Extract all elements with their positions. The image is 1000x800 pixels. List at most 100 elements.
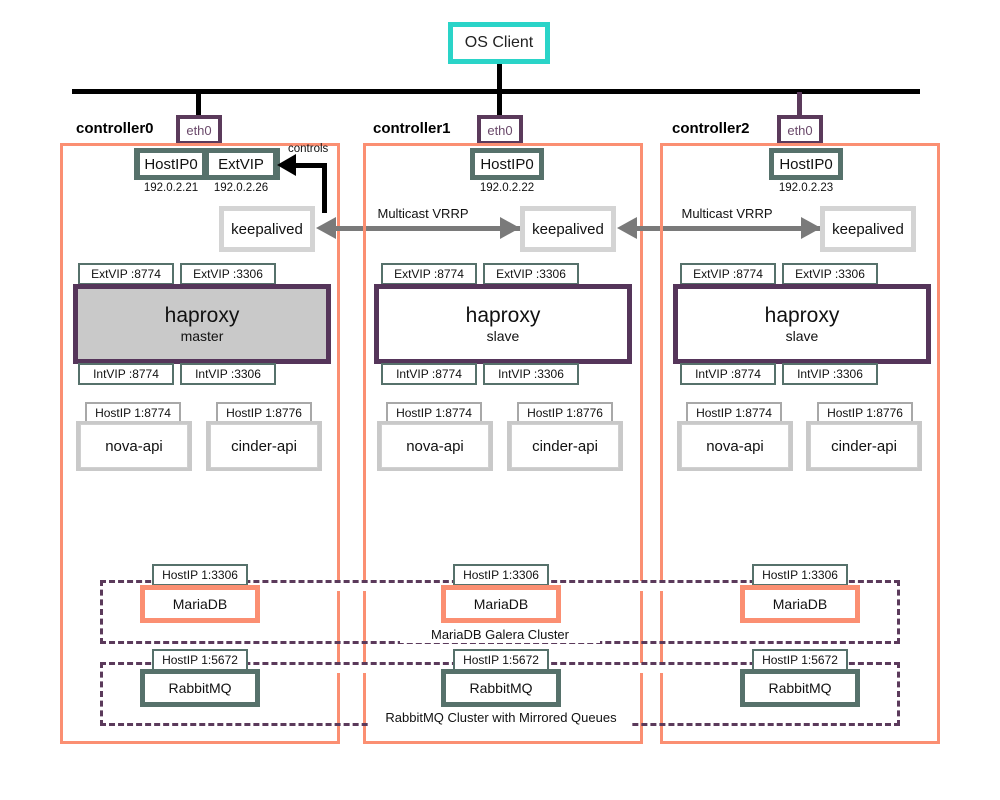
controller2-hostip0-addr: 192.0.2.23 (778, 182, 834, 194)
controller1-nic-link (497, 92, 502, 117)
controller2-intvip-chip-1: IntVIP :3306 (782, 363, 878, 385)
controller0-nova-api-chip: HostIP 1:8774 (85, 402, 181, 424)
controller1-intvip-chip-0: IntVIP :8774 (381, 363, 477, 385)
controller1-cinder-api-box: cinder-api (507, 421, 623, 471)
os-client-drop-line (497, 64, 502, 91)
controller1-panel-bottom (363, 741, 643, 744)
haproxy-role: master (180, 328, 224, 344)
controller2-mariadb-box: MariaDB (740, 585, 860, 623)
controller1-rabbitmq-box: RabbitMQ (441, 669, 561, 707)
controller2-rabbitmq-chip: HostIP 1:5672 (752, 649, 848, 671)
cinder-api-inner: cinder-api (810, 424, 918, 468)
controller0-rabbitmq-box: RabbitMQ (140, 669, 260, 707)
network-bus-line (72, 89, 920, 94)
controls-arrow-horizontal (296, 163, 327, 168)
vrrp-arrowhead-left-0-1-icon (316, 217, 336, 239)
nova-api-inner: nova-api (80, 424, 188, 468)
keepalived-label: keepalived (832, 220, 904, 238)
rabbitmq-label: RabbitMQ (768, 680, 832, 696)
controller0-hostip0-box: HostIP0 (139, 152, 203, 176)
controller0-intvip-chip-1: IntVIP :3306 (180, 363, 276, 385)
mariadb-label: MariaDB (172, 596, 228, 612)
mariadb-galera-cluster-label: MariaDB Galera Cluster (400, 625, 600, 643)
controller1-rabbitmq-chip: HostIP 1:5672 (453, 649, 549, 671)
controller1-mariadb-chip: HostIP 1:3306 (453, 564, 549, 586)
controller1-extvip-chip-1: ExtVIP :3306 (483, 263, 579, 285)
os-client-box: OS Client (448, 22, 550, 64)
rabbitmq-cluster-label: RabbitMQ Cluster with Mirrored Queues (370, 708, 632, 726)
controller1-hostip0-box: HostIP0 (474, 152, 540, 176)
controller1-extvip-chip-0: ExtVIP :8774 (381, 263, 477, 285)
mariadb-label: MariaDB (772, 596, 828, 612)
controller2-rabbitmq-box: RabbitMQ (740, 669, 860, 707)
keepalived-label: keepalived (231, 220, 303, 238)
controller0-nova-api-box: nova-api (76, 421, 192, 471)
controller2-eth0: eth0 (777, 115, 823, 145)
cinder-api-inner: cinder-api (210, 424, 318, 468)
controller1-hostip0-addr: 192.0.2.22 (479, 182, 535, 194)
controller2-nova-api-box: nova-api (677, 421, 793, 471)
controller1-eth0: eth0 (477, 115, 523, 145)
controller0-cinder-api-box: cinder-api (206, 421, 322, 471)
hostip-label: HostIP0 (144, 155, 198, 173)
controller0-haproxy-box: haproxy master (73, 284, 331, 364)
controller1-intvip-chip-1: IntVIP :3306 (483, 363, 579, 385)
controller2-panel-left-a (660, 143, 663, 581)
haproxy-role: slave (486, 328, 520, 344)
controller1-panel-right-c (640, 673, 643, 744)
rabbitmq-label: RabbitMQ (469, 680, 533, 696)
vrrp-arrowhead-left-1-2-icon (617, 217, 637, 239)
controller0-extvip-addr: 192.0.2.26 (213, 182, 269, 194)
controller1-cinder-api-chip: HostIP 1:8776 (517, 402, 613, 424)
controller0-cinder-api-chip: HostIP 1:8776 (216, 402, 312, 424)
controls-arrow-vertical (322, 163, 327, 213)
controller0-extvip-box: ExtVIP (208, 152, 274, 176)
mariadb-label: MariaDB (473, 596, 529, 612)
controller1-panel-right-b (640, 591, 643, 663)
controller0-nic-link (196, 92, 201, 117)
controller2-panel-right (937, 143, 940, 744)
vrrp-arrowhead-right-1-2-icon (801, 217, 821, 239)
nova-api-inner: nova-api (681, 424, 789, 468)
controller2-title: controller2 (672, 120, 750, 137)
controller0-panel-bottom (60, 741, 340, 744)
controller0-mariadb-box: MariaDB (140, 585, 260, 623)
controller0-intvip-chip-0: IntVIP :8774 (78, 363, 174, 385)
os-client-label: OS Client (464, 34, 534, 51)
controller2-mariadb-chip: HostIP 1:3306 (752, 564, 848, 586)
controller1-nova-api-box: nova-api (377, 421, 493, 471)
hostip-label: HostIP0 (779, 155, 833, 173)
controller0-panel-left (60, 143, 63, 744)
controller1-keepalived: keepalived (520, 206, 616, 252)
vrrp-line-1-2 (636, 226, 820, 231)
vrrp-line-0-1 (334, 226, 520, 231)
vrrp-label-1-2: Multicast VRRP (672, 205, 782, 221)
eth0-label: eth0 (787, 122, 813, 138)
controller1-panel-left-b (363, 591, 366, 663)
controller2-haproxy-box: haproxy slave (673, 284, 931, 364)
eth0-label: eth0 (487, 122, 513, 138)
hostip-label: HostIP0 (480, 155, 534, 173)
haproxy-name: haproxy (164, 304, 240, 327)
controller0-extvip-chip-1: ExtVIP :3306 (180, 263, 276, 285)
controller2-panel-top (660, 143, 940, 146)
haproxy-name: haproxy (465, 304, 541, 327)
controller0-keepalived: keepalived (219, 206, 315, 252)
controller0-eth0: eth0 (176, 115, 222, 145)
haproxy-role: slave (785, 328, 819, 344)
controller0-title: controller0 (76, 120, 154, 137)
controller1-panel-top (363, 143, 643, 146)
controller1-panel-left-a (363, 143, 366, 581)
controller0-panel-right-b (337, 591, 340, 663)
controller2-extvip-chip-1: ExtVIP :3306 (782, 263, 878, 285)
controller2-cinder-api-chip: HostIP 1:8776 (817, 402, 913, 424)
controller2-cinder-api-box: cinder-api (806, 421, 922, 471)
controller0-panel-top (60, 143, 340, 146)
vrrp-arrowhead-right-0-1-icon (500, 217, 520, 239)
controller2-nic-link (797, 92, 802, 117)
rabbitmq-label: RabbitMQ (168, 680, 232, 696)
controller1-title: controller1 (373, 120, 451, 137)
cinder-api-inner: cinder-api (511, 424, 619, 468)
controller2-panel-left-c (660, 673, 663, 744)
controller0-panel-right-c (337, 673, 340, 744)
